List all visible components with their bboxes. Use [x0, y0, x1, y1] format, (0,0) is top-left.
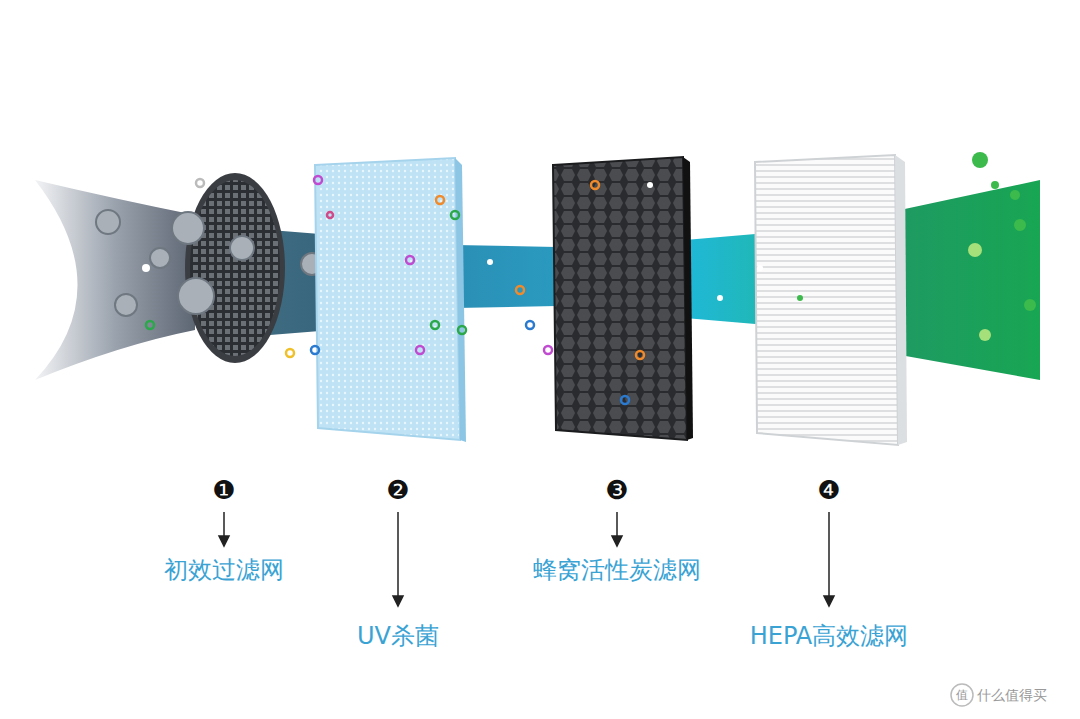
callout-number: ❹	[817, 475, 840, 506]
part-label: 初效过滤网	[164, 556, 284, 585]
part-label: HEPA高效滤网	[750, 622, 909, 651]
part-label: 蜂窝活性炭滤网	[533, 556, 701, 585]
callout-number: ❷	[386, 475, 409, 506]
callout-number: ❸	[605, 475, 628, 506]
callout-number: ❶	[212, 475, 235, 506]
part-label: UV杀菌	[357, 622, 439, 651]
watermark: 什么值得买	[977, 687, 1047, 704]
watermark-logo: 值	[956, 688, 968, 702]
